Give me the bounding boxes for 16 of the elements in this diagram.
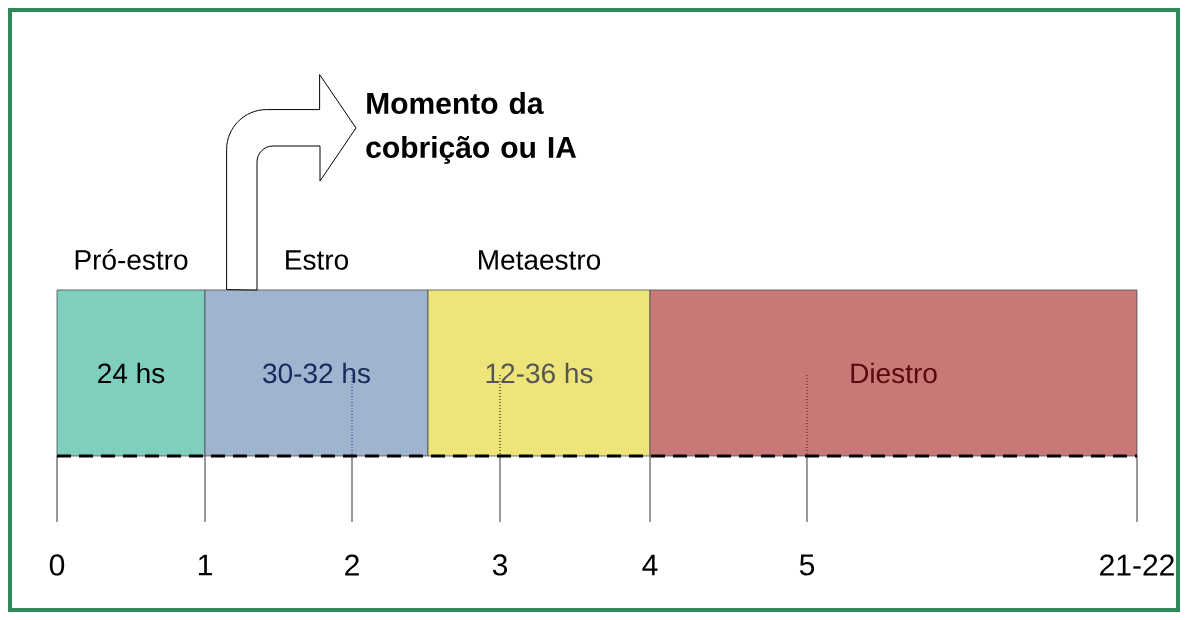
block-arrow <box>226 74 357 291</box>
tick-label: 21-22 <box>1100 554 1174 576</box>
band: 12-36 hs <box>427 289 651 457</box>
band: Diestro <box>649 289 1138 457</box>
band-heading: Metaestro <box>479 250 601 270</box>
tick-label: 1 <box>198 554 212 576</box>
tick-label: 2 <box>345 554 359 576</box>
band-heading: Estro <box>286 250 348 270</box>
tick-label: 0 <box>49 554 65 576</box>
band: 24 hs <box>56 289 206 457</box>
tick-label: 3 <box>492 554 508 576</box>
callout-text: Momento da cobrição ou IA <box>366 92 577 164</box>
tick-label: 5 <box>799 554 815 576</box>
band: 30-32 hs <box>204 289 429 457</box>
tick-label: 4 <box>642 554 658 576</box>
band-heading: Pró-estro <box>75 248 188 270</box>
